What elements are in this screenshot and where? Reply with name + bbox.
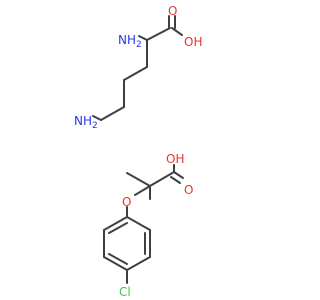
epsilon-amine-text: NH (74, 114, 92, 128)
bond-carbonyl-2a (173, 171, 184, 179)
ring-inner-bond-3 (108, 222, 128, 234)
structure-canvas: NH2 O OH NH2 (74, 4, 203, 299)
alpha-amine-label: NH2 (118, 33, 142, 50)
carbonyl-oxygen-label: O (168, 4, 177, 18)
bond-epsilon-amine (92, 115, 102, 121)
bond-carbonyl-2b (170, 176, 181, 184)
ring-bond-6 (103, 216, 128, 231)
clofibric-carbonyl-oxygen-label: O (184, 183, 193, 197)
bond-alpha-amine (138, 35, 148, 41)
bond-chain-4 (100, 106, 125, 121)
epsilon-amine-label: NH2 (74, 114, 98, 131)
clofibric-hydroxyl-label: OH (166, 152, 184, 166)
clofibric-acid-molecule: OH O O Cl (103, 152, 193, 299)
bond-chain-2 (123, 66, 148, 81)
chlorine-label: Cl (119, 285, 131, 299)
bond-quaternary-carboxyl (149, 171, 175, 187)
ether-oxygen-label: O (122, 195, 131, 209)
ring-bond-4 (103, 256, 128, 271)
bond-methyl-1 (126, 172, 151, 187)
molecule-diagram: NH2 O OH NH2 (74, 4, 202, 299)
alpha-amine-text: NH (118, 33, 136, 47)
bond-alpha-carboxyl (146, 27, 171, 41)
lysine-molecule: NH2 O OH NH2 (74, 4, 202, 131)
ring-bond-3 (126, 256, 151, 271)
bond-carboxyl-hydroxyl (171, 27, 183, 36)
epsilon-amine-subscript: 2 (92, 121, 98, 131)
carboxyl-hydroxyl-label: OH (184, 35, 202, 49)
ring-bond-1 (126, 216, 151, 231)
bond-quaternary-ether (134, 185, 151, 196)
alpha-amine-subscript: 2 (136, 40, 142, 50)
ring-inner-bond-2 (108, 253, 128, 265)
